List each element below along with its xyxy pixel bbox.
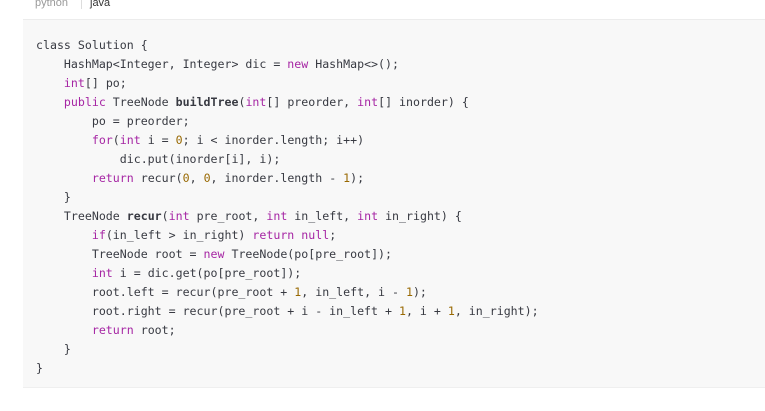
code-token: new bbox=[287, 57, 309, 71]
code-token: ); bbox=[350, 171, 365, 185]
code-token: int bbox=[266, 209, 288, 223]
code-token: 1 bbox=[447, 304, 455, 318]
code-token: int bbox=[357, 209, 379, 223]
code-line: return root; bbox=[36, 321, 539, 340]
code-line: public TreeNode buildTree(int[] preorder… bbox=[36, 93, 539, 112]
code-line: } bbox=[36, 340, 539, 359]
code-token: return bbox=[91, 323, 134, 337]
code-token: root; bbox=[133, 323, 176, 337]
code-token: ); bbox=[412, 285, 427, 299]
code-token: i = dic.get(po[pre_root]); bbox=[112, 266, 302, 280]
code-token: int bbox=[168, 209, 190, 223]
code-token: TreeNode(po[pre_root]); bbox=[224, 247, 393, 261]
code-token bbox=[36, 76, 64, 90]
code-token: } bbox=[36, 361, 43, 375]
code-token: TreeNode bbox=[105, 95, 176, 109]
code-token: , bbox=[189, 171, 204, 185]
code-token: 0 bbox=[203, 171, 211, 185]
code-token bbox=[36, 95, 64, 109]
code-token: 0 bbox=[175, 133, 183, 147]
code-token: for bbox=[91, 133, 113, 147]
code-token: , in_left, i - bbox=[301, 285, 406, 299]
code-token: public bbox=[63, 95, 106, 109]
code-token: [] po; bbox=[84, 76, 127, 90]
code-token: TreeNode bbox=[36, 209, 127, 223]
code-token: null bbox=[301, 228, 330, 242]
code-line: dic.put(inorder[i], i); bbox=[36, 150, 539, 169]
code-content: class Solution { HashMap<Integer, Intege… bbox=[36, 36, 539, 378]
code-token bbox=[36, 266, 92, 280]
tab-divider bbox=[81, 0, 82, 9]
code-token: pre_root, bbox=[189, 209, 267, 223]
code-token: (in_left > in_right) bbox=[105, 228, 253, 242]
code-token: int bbox=[119, 133, 141, 147]
code-token: in_right) { bbox=[378, 209, 462, 223]
code-line: if(in_left > in_right) return null; bbox=[36, 226, 539, 245]
code-token: if bbox=[91, 228, 106, 242]
code-line: class Solution { bbox=[36, 36, 539, 55]
code-token: } bbox=[36, 190, 71, 204]
code-token: root.left = recur(pre_root + bbox=[36, 285, 295, 299]
code-token: 1 bbox=[398, 304, 406, 318]
code-line: } bbox=[36, 359, 539, 378]
code-line: return recur(0, 0, inorder.length - 1); bbox=[36, 169, 539, 188]
code-token bbox=[36, 228, 92, 242]
code-token: 0 bbox=[182, 171, 190, 185]
code-token: int bbox=[357, 95, 379, 109]
code-token: recur( bbox=[133, 171, 183, 185]
code-token: root.right = recur(pre_root + i - in_lef… bbox=[36, 304, 399, 318]
code-token: recur bbox=[126, 209, 162, 223]
code-token: ( bbox=[238, 95, 246, 109]
code-token: int bbox=[245, 95, 267, 109]
code-token: po = preorder; bbox=[36, 114, 190, 128]
code-token: ( bbox=[112, 133, 120, 147]
code-token: , inorder.length - bbox=[210, 171, 344, 185]
code-line: int i = dic.get(po[pre_root]); bbox=[36, 264, 539, 283]
code-token: HashMap<>(); bbox=[308, 57, 399, 71]
code-line: root.left = recur(pre_root + 1, in_left,… bbox=[36, 283, 539, 302]
code-token: return bbox=[252, 228, 295, 242]
code-line: root.right = recur(pre_root + i - in_lef… bbox=[36, 302, 539, 321]
code-token: 1 bbox=[405, 285, 413, 299]
code-token bbox=[36, 133, 92, 147]
code-token: 1 bbox=[343, 171, 351, 185]
code-line: } bbox=[36, 188, 539, 207]
code-line: TreeNode recur(int pre_root, int in_left… bbox=[36, 207, 539, 226]
code-line: HashMap<Integer, Integer> dic = new Hash… bbox=[36, 55, 539, 74]
code-token: [] inorder) { bbox=[378, 95, 469, 109]
code-token bbox=[36, 171, 92, 185]
code-token: HashMap<Integer, Integer> dic = bbox=[36, 57, 288, 71]
code-token: ; bbox=[329, 228, 337, 242]
code-token: , i + bbox=[405, 304, 448, 318]
code-token: ; i < inorder.length; i++) bbox=[182, 133, 365, 147]
code-token: i = bbox=[140, 133, 176, 147]
code-token: in_left, bbox=[287, 209, 358, 223]
code-line: TreeNode root = new TreeNode(po[pre_root… bbox=[36, 245, 539, 264]
code-token: ( bbox=[161, 209, 169, 223]
code-token: [] preorder, bbox=[266, 95, 358, 109]
code-line: po = preorder; bbox=[36, 112, 539, 131]
code-token: class Solution { bbox=[36, 38, 148, 52]
code-token: int bbox=[91, 266, 113, 280]
code-token: int bbox=[63, 76, 85, 90]
code-token: , in_right); bbox=[454, 304, 539, 318]
tab-python[interactable]: python bbox=[35, 0, 69, 9]
code-token: buildTree bbox=[175, 95, 239, 109]
code-token: TreeNode root = bbox=[36, 247, 204, 261]
code-token: dic.put(inorder[i], i); bbox=[36, 152, 281, 166]
code-token: } bbox=[36, 342, 71, 356]
language-tabs: python java bbox=[0, 0, 765, 14]
code-block: class Solution { HashMap<Integer, Intege… bbox=[23, 19, 765, 388]
code-token: 1 bbox=[294, 285, 302, 299]
code-line: int[] po; bbox=[36, 74, 539, 93]
code-token: new bbox=[203, 247, 225, 261]
code-token: return bbox=[91, 171, 134, 185]
tab-java[interactable]: java bbox=[90, 0, 111, 9]
code-line: for(int i = 0; i < inorder.length; i++) bbox=[36, 131, 539, 150]
code-token bbox=[36, 323, 92, 337]
